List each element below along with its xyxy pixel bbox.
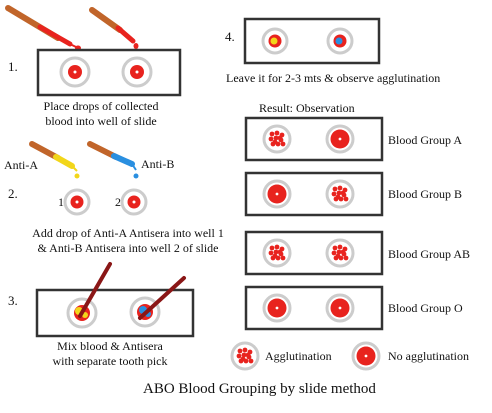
toothpick-icon [138,276,186,320]
result-well-2 [325,179,355,209]
result-label-a: Blood Group A [388,133,463,147]
anti-a-label: Anti-A [4,158,38,172]
toothpick-icon [78,262,112,318]
agglutination-legend-icon [230,341,260,371]
dropper-icon [89,7,136,44]
result-well-2 [325,238,355,268]
diagram-caption: ABO Blood Grouping by slide method [143,381,376,397]
legend-icons [230,341,381,371]
well-2-label: 2 [115,195,121,209]
no-agglutination-legend-icon [351,341,381,371]
step3-text-line2: with separate tooth pick [52,354,168,368]
step3-number: 3. [8,293,18,308]
result-wells [262,124,355,323]
step2-number: 2. [8,186,18,201]
step2-text-line2: & Anti-B Antisera into well 2 of slide [37,241,219,255]
well-1-label: 1 [58,195,64,209]
result-well-2 [325,124,355,154]
slide-3 [35,288,195,338]
dropper-icon [5,5,77,48]
result-well-1 [262,238,292,268]
result-well-1 [262,124,292,154]
step1-text-line1: Place drops of collected [43,99,159,113]
result-label-ab: Blood Group AB [388,247,471,261]
anti-b-label: Anti-B [141,157,175,171]
step3-text-line1: Mix blood & Antisera [57,339,163,353]
result-label-o: Blood Group O [388,301,463,315]
anti-b-dropper-icon [87,141,139,179]
legend-agglutination-label: Agglutination [265,349,332,363]
step1-text-line2: blood into well of slide [45,114,157,128]
step2-text-line1: Add drop of Anti-A Antisera into well 1 [32,226,224,240]
result-well-1 [262,293,292,323]
step4-number: 4. [225,29,235,44]
step4-text: Leave it for 2-3 mts & observe agglutina… [226,71,441,85]
result-heading: Result: Observation [259,101,355,115]
slide-1 [36,48,182,97]
legend-no-agglutination-label: No agglutination [388,349,469,363]
anti-a-dropper-icon [29,141,80,179]
result-well-1 [262,179,292,209]
step1-number: 1. [8,59,18,74]
step1-droppers [5,5,139,51]
result-well-2 [325,293,355,323]
result-label-b: Blood Group B [388,187,463,201]
